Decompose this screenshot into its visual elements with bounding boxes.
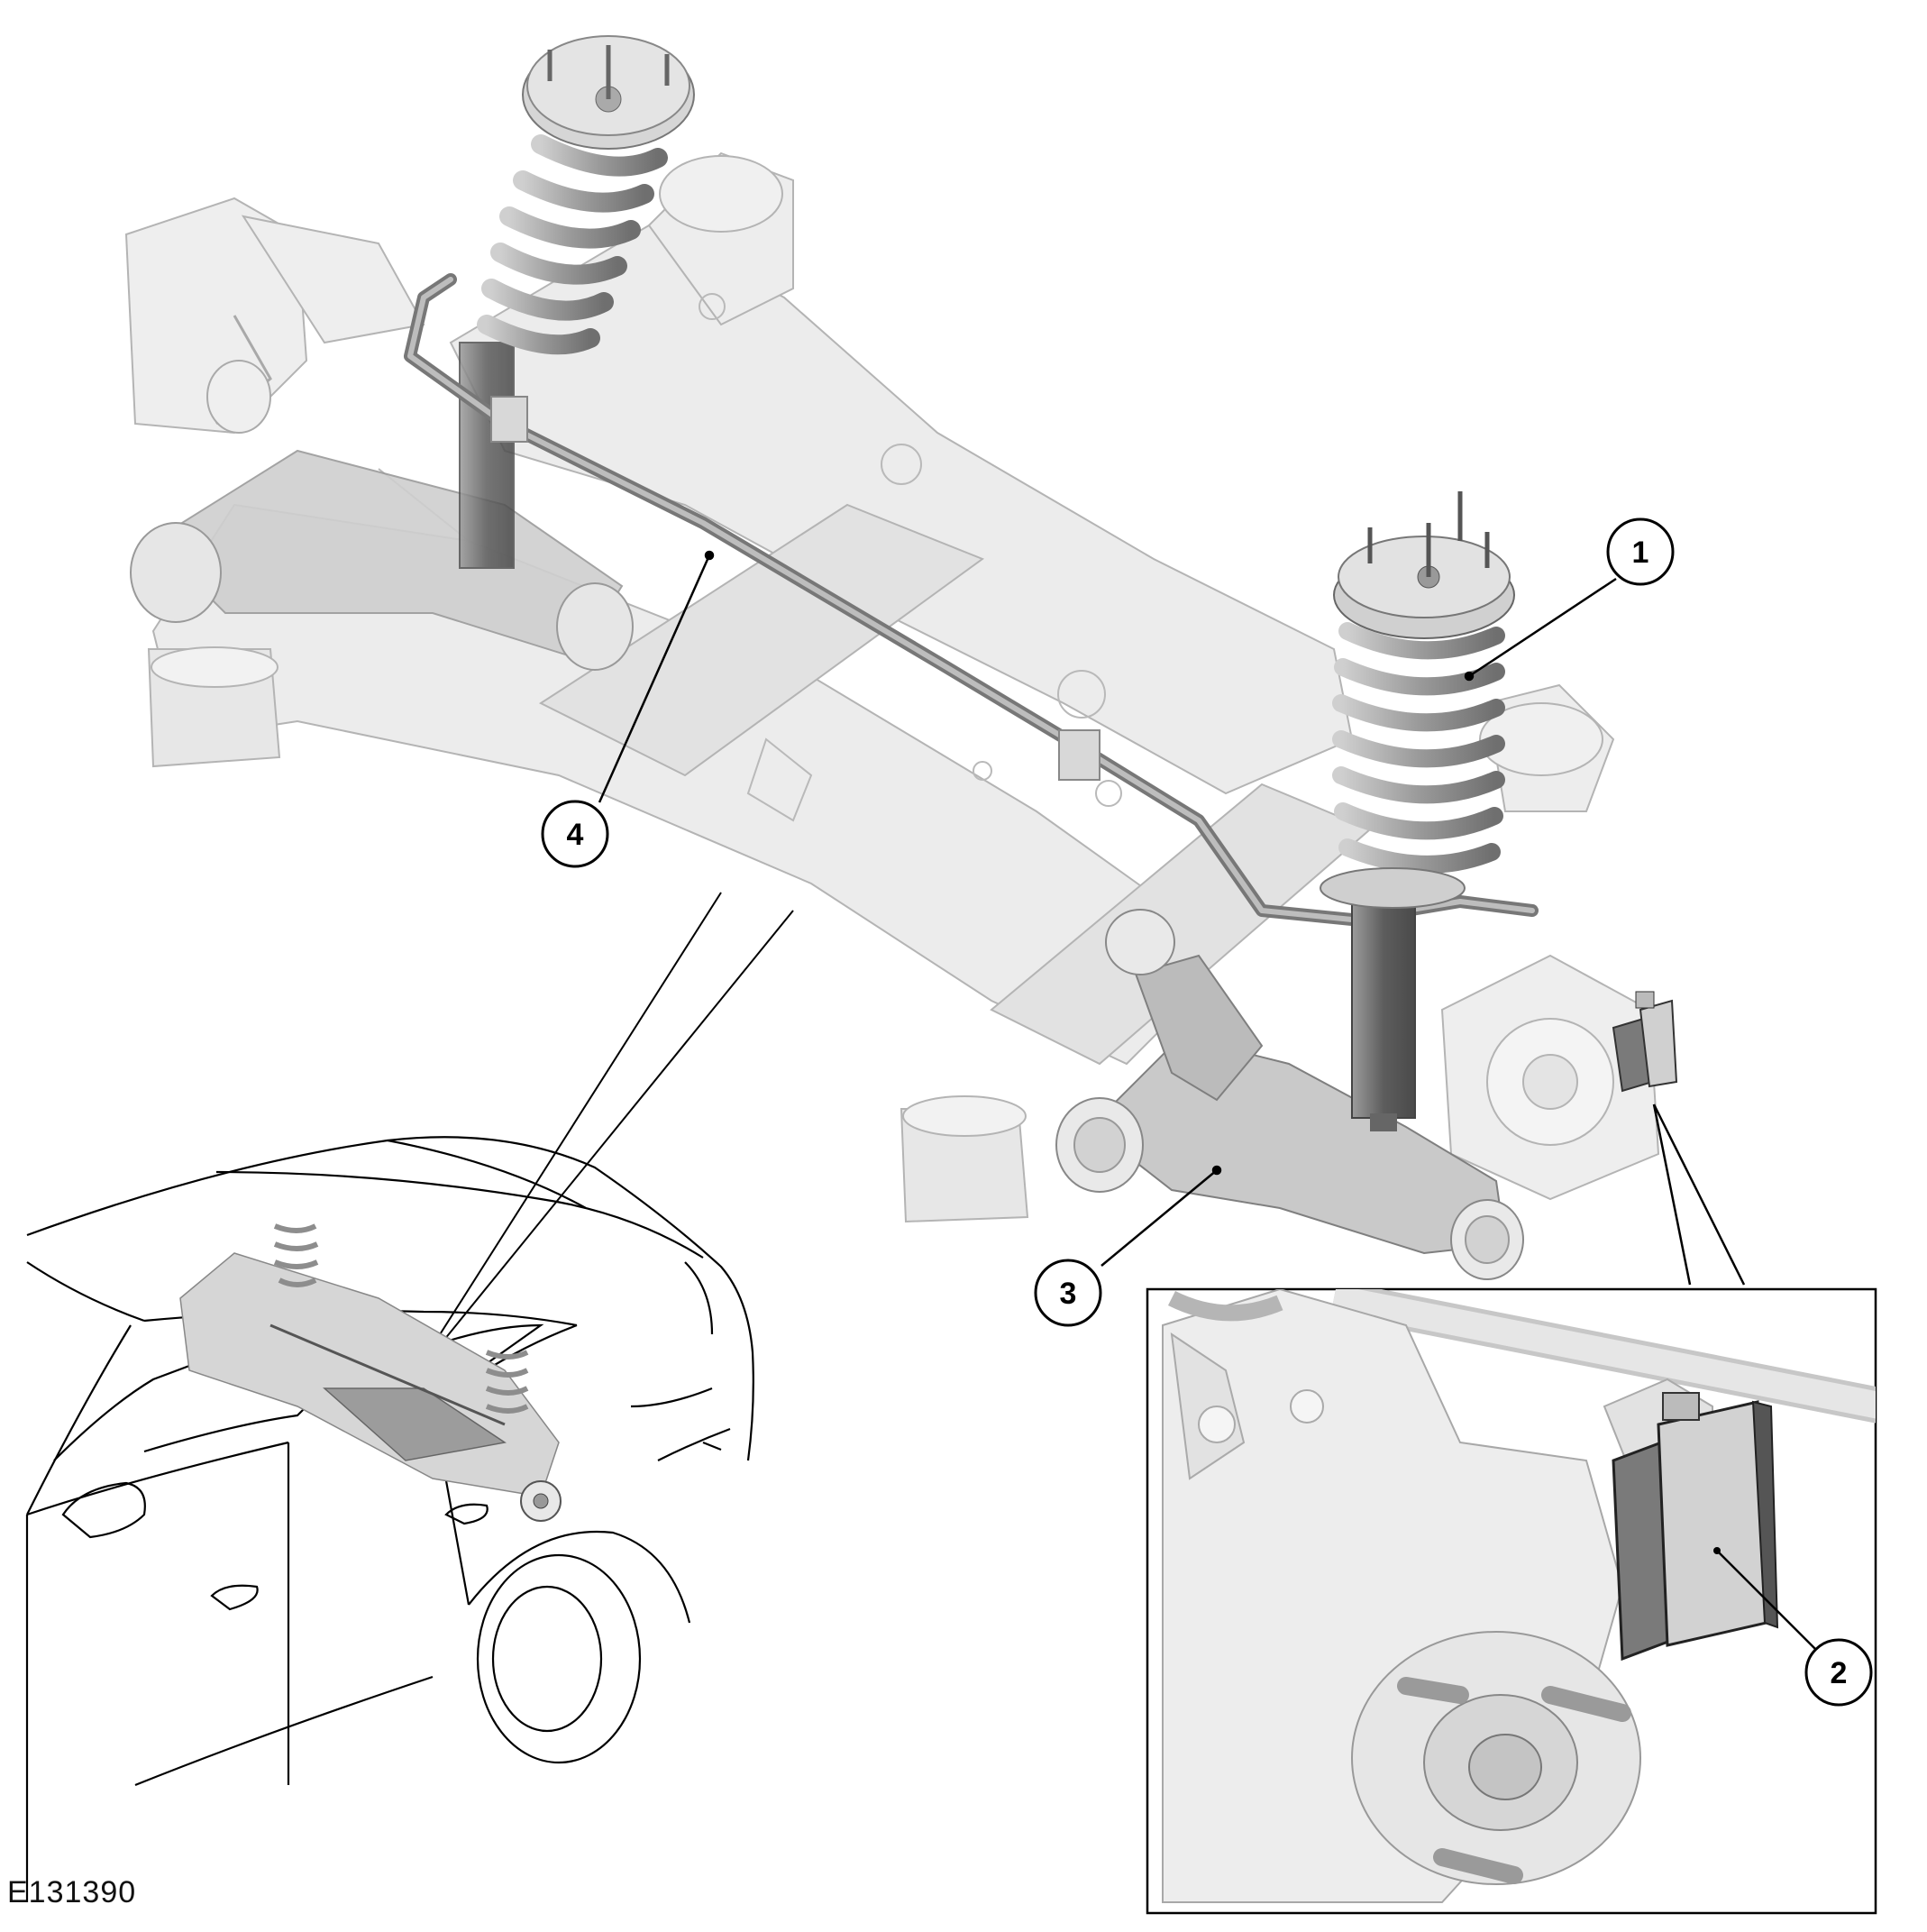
callout-4: 4 — [541, 800, 609, 868]
ride-height-sensor-detail-icon — [1612, 1392, 1779, 1662]
vehicle-locator-view — [25, 1136, 754, 1902]
callout-3: 3 — [1034, 1259, 1102, 1327]
lower-arm-icon — [1055, 909, 1524, 1280]
left-lower-arm — [130, 315, 634, 671]
vehicle-locator-suspension — [179, 1223, 562, 1522]
callout-2: 2 — [1804, 1638, 1873, 1707]
coil-spring-icon — [1320, 491, 1515, 1131]
callout-leaders — [598, 550, 1746, 1286]
svg-text:3: 3 — [1060, 1277, 1077, 1311]
figure-reference-code: E131390 — [7, 1875, 137, 1909]
locator-lines — [400, 892, 794, 1394]
callout-1: 1 — [1606, 517, 1675, 586]
svg-text:2: 2 — [1831, 1656, 1848, 1690]
rear-subframe — [124, 151, 1660, 1223]
left-coil-spring-strut — [459, 35, 695, 569]
ride-height-sensor-icon — [1612, 991, 1678, 1093]
svg-text:1: 1 — [1632, 536, 1649, 570]
sensor-detail-inset: 2 — [1146, 1287, 1877, 1915]
svg-text:4: 4 — [567, 818, 584, 852]
